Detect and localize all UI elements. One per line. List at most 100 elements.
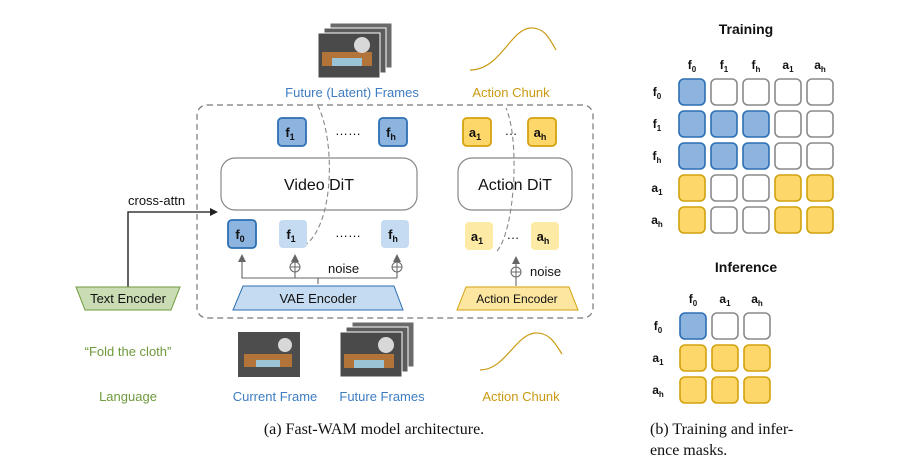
training-mask-cell <box>678 174 706 202</box>
text-encoder-label: Text Encoder <box>90 291 167 306</box>
training-mask-row-label: f1 <box>653 117 662 133</box>
training-mask-cell <box>774 174 802 202</box>
cross-attn-label: cross-attn <box>128 193 185 208</box>
oplus-icon-3 <box>510 266 522 278</box>
training-mask-row-label: f0 <box>653 85 662 101</box>
training-mask-cell <box>678 206 706 234</box>
caption-a: (a) Fast-WAM model architecture. <box>264 421 484 438</box>
training-mask-row-label: ah <box>651 213 663 229</box>
bottom-dots-video: …… <box>335 225 361 240</box>
action-chunk-curve-top <box>469 27 557 71</box>
inference-mask-row-label: ah <box>652 383 664 399</box>
training-mask-cell <box>678 110 706 138</box>
bottom-token-ah: ah <box>531 222 559 250</box>
inference-mask-cell <box>743 312 771 340</box>
video-dit-box <box>220 157 418 211</box>
inference-mask: f0 a1 ah f0 a1 ah <box>652 292 771 404</box>
training-mask-col-label: f1 <box>720 58 729 74</box>
training-mask-cell <box>806 206 834 234</box>
svg-text:f1: f1 <box>285 125 294 142</box>
vae-encoder-label: VAE Encoder <box>279 291 357 306</box>
top-token-a1: a1 <box>462 117 492 147</box>
training-mask-row-label: fh <box>653 149 662 165</box>
action-chunk-bottom-label: Action Chunk <box>482 389 560 404</box>
bottom-token-f1: f1 <box>279 220 307 248</box>
text-encoder-shape <box>75 286 181 311</box>
training-mask-cell <box>742 174 770 202</box>
caption-b-line2: ence masks. <box>650 442 727 459</box>
bottom-token-fh: fh <box>381 220 409 248</box>
training-mask-cell <box>710 174 738 202</box>
action-dit-box <box>457 157 573 211</box>
bottom-dots-action: … <box>507 227 520 242</box>
training-mask-col-label: a1 <box>782 58 794 74</box>
inference-mask-col-label: ah <box>751 292 763 308</box>
inference-mask-cell <box>679 344 707 372</box>
svg-text:a1: a1 <box>469 125 481 142</box>
training-mask-cell <box>678 78 706 106</box>
inference-mask-cell <box>711 376 739 404</box>
inference-mask-row-label: a1 <box>652 351 664 367</box>
svg-text:ah: ah <box>537 229 550 246</box>
current-frame-image <box>238 332 300 377</box>
action-chunk-top-label: Action Chunk <box>472 85 550 100</box>
training-mask-cell <box>806 110 834 138</box>
current-frame-label: Current Frame <box>233 389 318 404</box>
vae-connections <box>238 254 401 284</box>
training-mask-cell <box>742 110 770 138</box>
cross-attn-arrow <box>127 208 218 287</box>
training-mask-cell <box>710 142 738 170</box>
action-flow-curve <box>496 107 515 252</box>
training-mask-cell <box>678 142 706 170</box>
action-dit-label: Action DiT <box>478 177 552 194</box>
training-mask-cell <box>806 78 834 106</box>
training-title: Training <box>719 21 773 37</box>
inference-mask-cell <box>679 376 707 404</box>
top-token-f1: f1 <box>277 117 307 147</box>
video-dit-label: Video DiT <box>284 177 354 194</box>
training-mask-col-label: f0 <box>688 58 697 74</box>
top-dots-action: … <box>505 123 518 138</box>
bottom-token-f0: f0 <box>227 219 257 249</box>
training-mask-cell <box>774 142 802 170</box>
training-mask-cell <box>774 78 802 106</box>
svg-text:f1: f1 <box>286 227 295 244</box>
training-mask-cell <box>710 78 738 106</box>
inference-mask-cell <box>711 344 739 372</box>
training-mask-row-label: a1 <box>651 181 663 197</box>
noise-label-video: noise <box>328 261 359 276</box>
oplus-icon-1 <box>289 261 301 273</box>
future-latent-frames-image <box>317 22 393 79</box>
inference-mask-cell <box>743 344 771 372</box>
top-dots-video: …… <box>335 123 361 138</box>
caption-b-line1: (b) Training and infer- <box>650 421 793 438</box>
action-encoder-label: Action Encoder <box>476 292 557 306</box>
svg-text:a1: a1 <box>471 229 483 246</box>
training-mask-cell <box>806 142 834 170</box>
action-chunk-curve-bottom <box>479 332 563 371</box>
bottom-token-a1: a1 <box>465 222 493 250</box>
future-frames-image <box>339 321 415 378</box>
svg-text:f0: f0 <box>235 227 244 244</box>
future-latent-frames-label: Future (Latent) Frames <box>285 85 419 100</box>
future-frames-label: Future Frames <box>339 389 425 404</box>
instruction-text: “Fold the cloth” <box>85 344 172 359</box>
language-label: Language <box>99 389 157 404</box>
inference-mask-col-label: a1 <box>719 292 731 308</box>
inference-mask-col-label: f0 <box>689 292 698 308</box>
top-token-fh: fh <box>378 117 408 147</box>
training-mask-cell <box>806 174 834 202</box>
vae-encoder-shape <box>232 285 404 311</box>
noise-label-action: noise <box>530 264 561 279</box>
training-mask-cell <box>710 206 738 234</box>
training-mask-col-label: fh <box>752 58 761 74</box>
svg-text:fh: fh <box>386 125 396 142</box>
inference-mask-cell <box>711 312 739 340</box>
svg-text:ah: ah <box>534 125 547 142</box>
training-mask-cell <box>742 206 770 234</box>
svg-text:fh: fh <box>388 227 398 244</box>
training-mask-cell <box>742 78 770 106</box>
inference-mask-row-label: f0 <box>654 319 663 335</box>
training-mask-cell <box>774 206 802 234</box>
